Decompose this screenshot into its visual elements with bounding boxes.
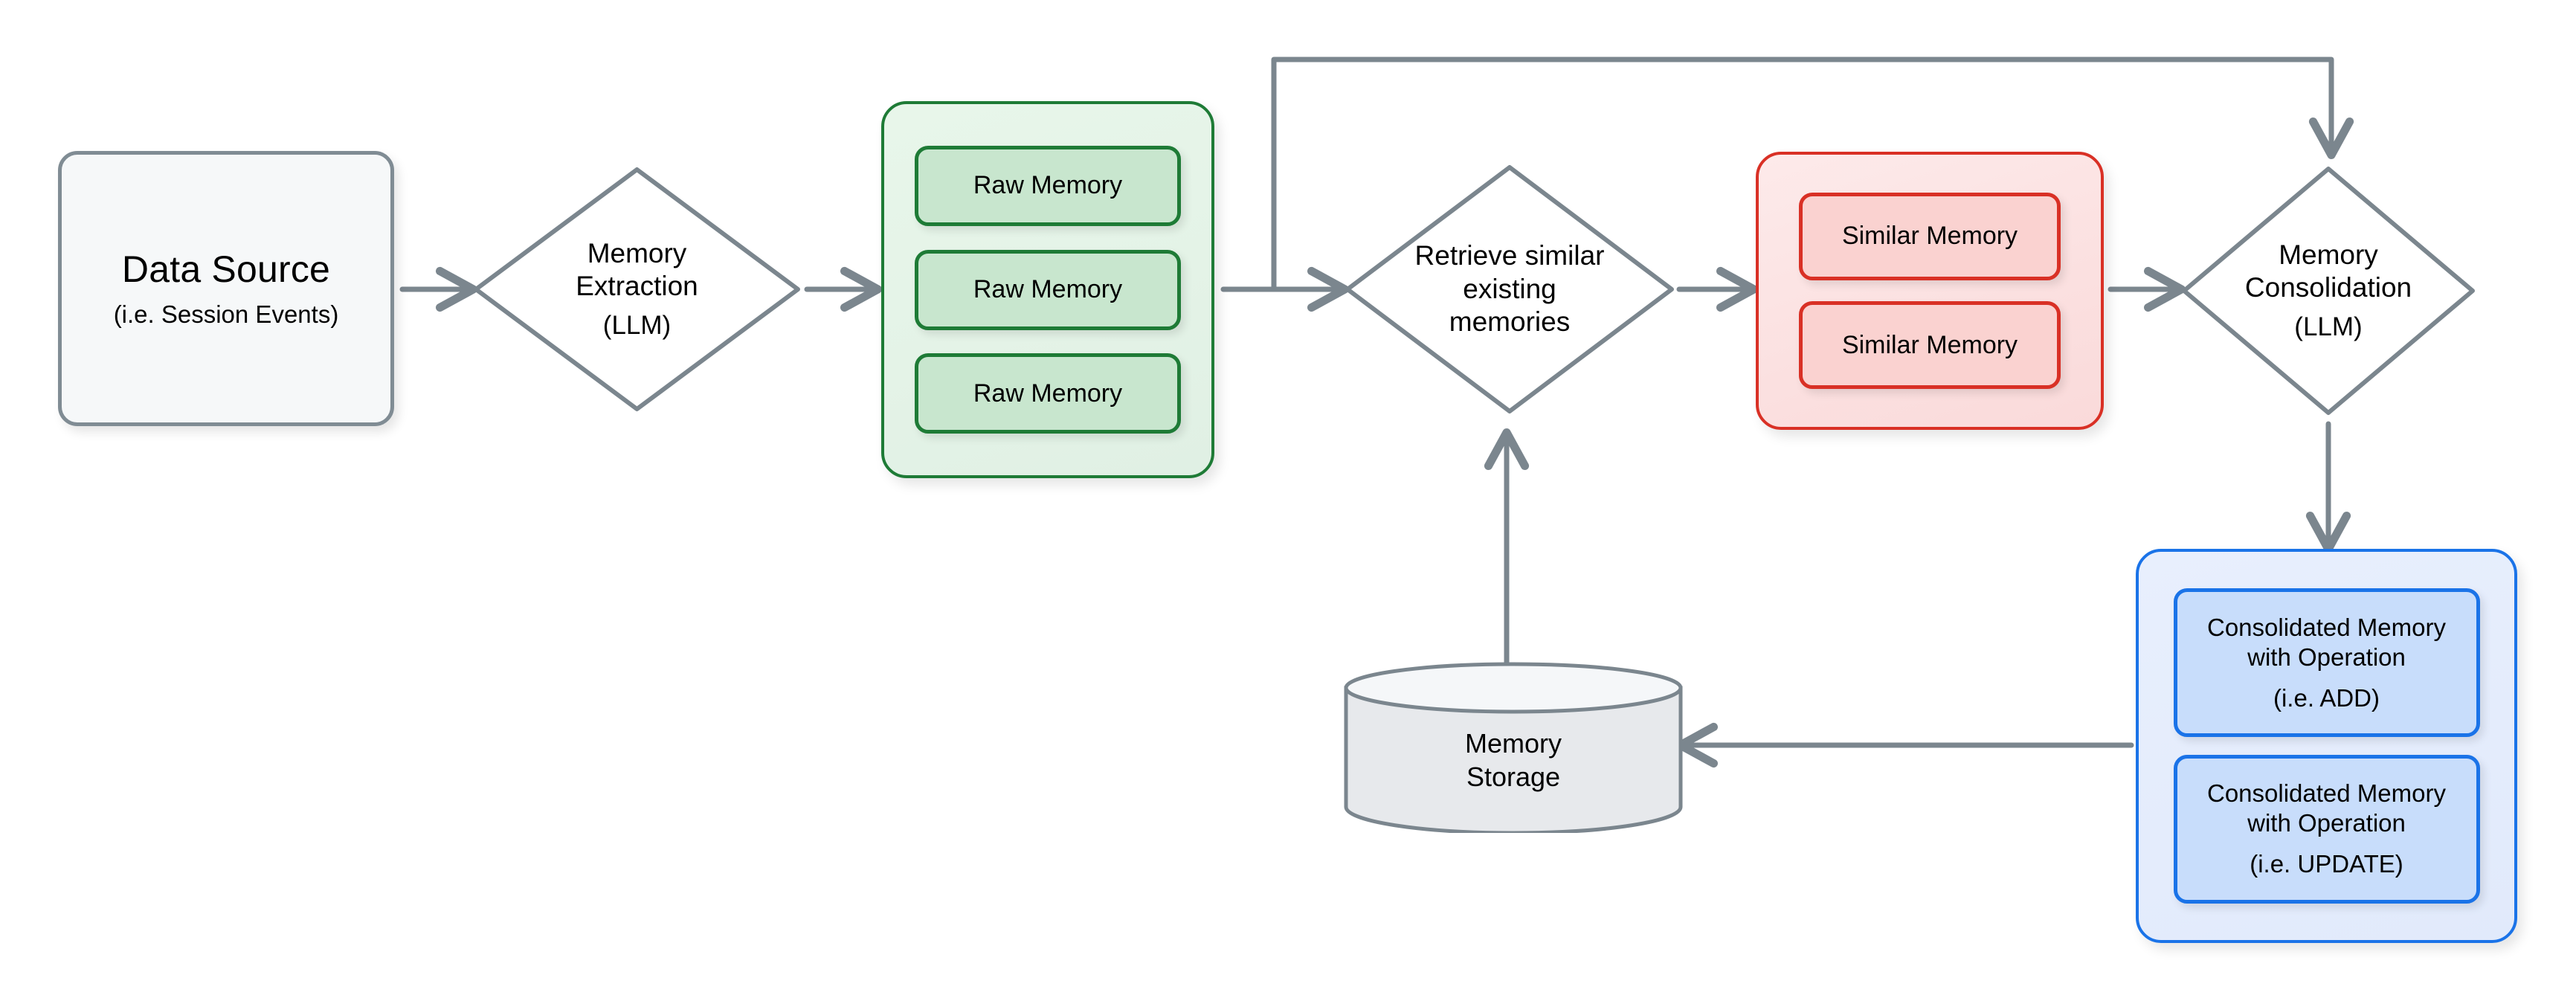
chip-raw-memory[interactable]: Raw Memory [915, 145, 1181, 226]
similar-memory-label: Similar Memory [1841, 222, 2018, 251]
retrieve-similar-line1: Retrieve similar [1414, 240, 1605, 271]
consolidated-memory-line1: Consolidated Memory [2207, 613, 2446, 641]
chip-similar-memory[interactable]: Similar Memory [1799, 301, 2061, 390]
consolidated-memory-line1: Consolidated Memory [2207, 779, 2446, 808]
consolidated-memory-line2: with Operation [2247, 643, 2406, 671]
memory-extraction-subtitle: (LLM) [602, 311, 672, 341]
memory-storage-cylinder-shape [1344, 662, 1683, 833]
memory-consolidation-diamond-shape [2182, 167, 2475, 415]
consolidated-memory-operation: (i.e. UPDATE) [2250, 850, 2403, 878]
chip-consolidated-memory-add[interactable]: Consolidated Memory with Operation (i.e.… [2173, 588, 2480, 738]
memory-consolidation-title-line1: Memory [2279, 239, 2378, 270]
chip-similar-memory[interactable]: Similar Memory [1799, 192, 2061, 280]
memory-extraction-label: Memory Extraction (LLM) [467, 161, 807, 418]
retrieve-similar-diamond-shape [1345, 165, 1674, 413]
raw-memory-label: Raw Memory [973, 171, 1123, 200]
memory-consolidation-label: Memory Consolidation (LLM) [2175, 160, 2482, 422]
group-consolidated-memory: Consolidated Memory with Operation (i.e.… [2136, 549, 2517, 943]
data-source-subtitle: (i.e. Session Events) [113, 300, 339, 329]
retrieve-similar-label: Retrieve similar existing memories [1339, 158, 1681, 420]
memory-extraction-title-line1: Memory [587, 237, 687, 268]
chip-raw-memory[interactable]: Raw Memory [915, 249, 1181, 330]
memory-storage-line1: Memory [1464, 728, 1562, 759]
node-data-source[interactable]: Data Source (i.e. Session Events) [58, 151, 394, 426]
consolidated-memory-operation: (i.e. ADD) [2273, 684, 2380, 712]
retrieve-similar-line3: memories [1449, 306, 1571, 338]
node-memory-consolidation[interactable]: Memory Consolidation (LLM) [2175, 160, 2482, 422]
memory-storage-line2: Storage [1466, 762, 1561, 792]
memory-consolidation-title-line2: Consolidation [2244, 272, 2412, 303]
memory-extraction-diamond-shape [474, 167, 800, 411]
similar-memory-label: Similar Memory [1841, 330, 2018, 359]
node-retrieve-similar-existing-memories[interactable]: Retrieve similar existing memories [1339, 158, 1681, 420]
memory-storage-label: Memory Storage [1342, 662, 1684, 833]
raw-memory-label: Raw Memory [973, 275, 1123, 304]
memory-extraction-title-line2: Extraction [576, 271, 698, 301]
raw-memory-label: Raw Memory [973, 379, 1123, 408]
node-memory-extraction[interactable]: Memory Extraction (LLM) [467, 161, 807, 418]
chip-consolidated-memory-update[interactable]: Consolidated Memory with Operation (i.e.… [2173, 754, 2480, 904]
chip-raw-memory[interactable]: Raw Memory [915, 353, 1181, 434]
group-raw-memory: Raw Memory Raw Memory Raw Memory [881, 101, 1214, 478]
memory-consolidation-subtitle: (LLM) [2294, 312, 2363, 342]
group-similar-memory: Similar Memory Similar Memory [1756, 152, 2104, 430]
node-memory-storage[interactable]: Memory Storage [1342, 662, 1684, 833]
retrieve-similar-line2: existing [1463, 273, 1556, 304]
consolidated-memory-line2: with Operation [2247, 808, 2406, 837]
data-source-title: Data Source [121, 248, 331, 291]
